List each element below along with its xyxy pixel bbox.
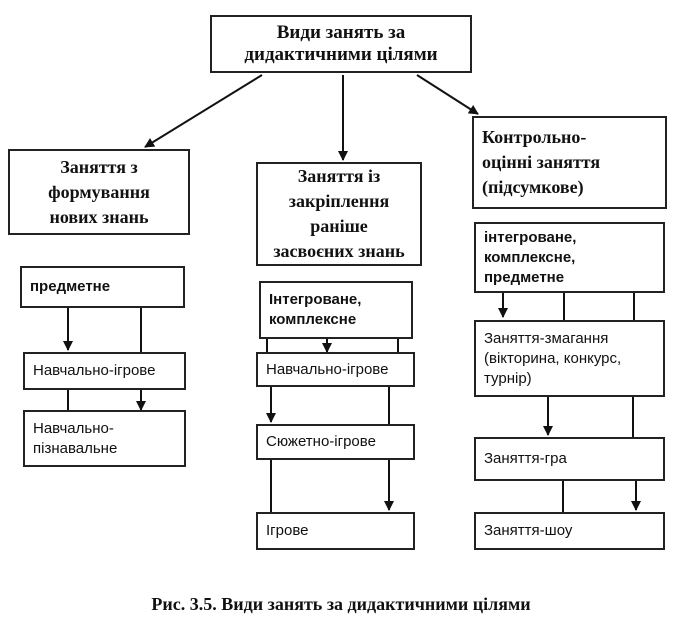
root-title-line1: Види занять за [276, 22, 406, 43]
col3-item-game-label: Заняття-гра [484, 450, 567, 467]
col1-header-line2: формування [48, 181, 150, 202]
col3-header-line2: оцінні заняття [482, 152, 601, 172]
col3-header-line3: (підсумкове) [482, 177, 584, 197]
col2-item-game: Ігрове [256, 512, 415, 550]
col2-item-integrated-line2: комплексне [269, 311, 357, 328]
col3-item-competition-line3: турнір) [484, 369, 532, 387]
col1-header-line3: нових знань [49, 206, 149, 227]
col2-header-line2: закріплення [288, 191, 390, 211]
figure-caption: Рис. 3.5. Види занять за дидактичними ці… [151, 594, 531, 614]
col3-item-integrated-line2: комплексне, [484, 248, 576, 266]
col1-item-edu-cognitive: Навчально- пізнавальне [23, 410, 186, 467]
col1-item-edu-cognitive-line1: Навчально- [33, 419, 114, 437]
col1-header-box: Заняття з формування нових знань [8, 149, 190, 235]
col1-item-edu-game: Навчально-ігрове [23, 352, 186, 390]
col2-header-line3: раніше [310, 216, 368, 236]
col2-item-integrated: Інтегроване, комплексне [259, 281, 413, 339]
col3-item-game: Заняття-гра [474, 437, 665, 481]
col1-item-edu-cognitive-line2: пізнавальне [33, 439, 118, 457]
col2-item-game-label: Ігрове [266, 522, 309, 539]
col2-item-edu-game: Навчально-ігрове [256, 352, 415, 387]
col1-item-edu-game-label: Навчально-ігрове [33, 362, 156, 379]
col2-item-story-game: Сюжетно-ігрове [256, 424, 415, 460]
col3-item-show: Заняття-шоу [474, 512, 665, 550]
col1-item-subject: предметне [20, 266, 185, 308]
col2-header-line4: засвоєних знань [273, 241, 405, 261]
col3-header-line1: Контрольно- [482, 127, 587, 147]
arrow-top-to-col1 [144, 74, 263, 148]
col2-item-integrated-line1: Інтегроване, [269, 291, 362, 308]
col3-item-competition-line2: (вікторина, конкурс, [484, 349, 622, 367]
root-title-line2: дидактичними цілями [244, 44, 438, 65]
col3-item-show-label: Заняття-шоу [484, 522, 573, 539]
col3-item-integrated: інтегроване, комплексне, предметне [474, 222, 665, 293]
arrow-top-to-col3 [416, 74, 479, 115]
col3-item-integrated-line3: предметне [484, 268, 565, 286]
col2-header-line1: Заняття із [297, 166, 381, 186]
col2-header-box: Заняття із закріплення раніше засвоєних … [256, 162, 422, 266]
col3-header-box: Контрольно- оцінні заняття (підсумкове) [472, 116, 667, 209]
col3-item-competition-line1: Заняття-змагання [484, 329, 609, 347]
col3-item-competition: Заняття-змагання (вікторина, конкурс, ту… [474, 320, 665, 397]
col1-item-subject-label: предметне [30, 278, 111, 295]
root-box: Види занять за дидактичними цілями [210, 15, 472, 73]
col2-item-edu-game-label: Навчально-ігрове [266, 360, 389, 378]
col3-item-integrated-line1: інтегроване, [484, 228, 577, 246]
col1-header-line1: Заняття з [60, 156, 138, 177]
col2-item-story-game-label: Сюжетно-ігрове [266, 433, 376, 450]
